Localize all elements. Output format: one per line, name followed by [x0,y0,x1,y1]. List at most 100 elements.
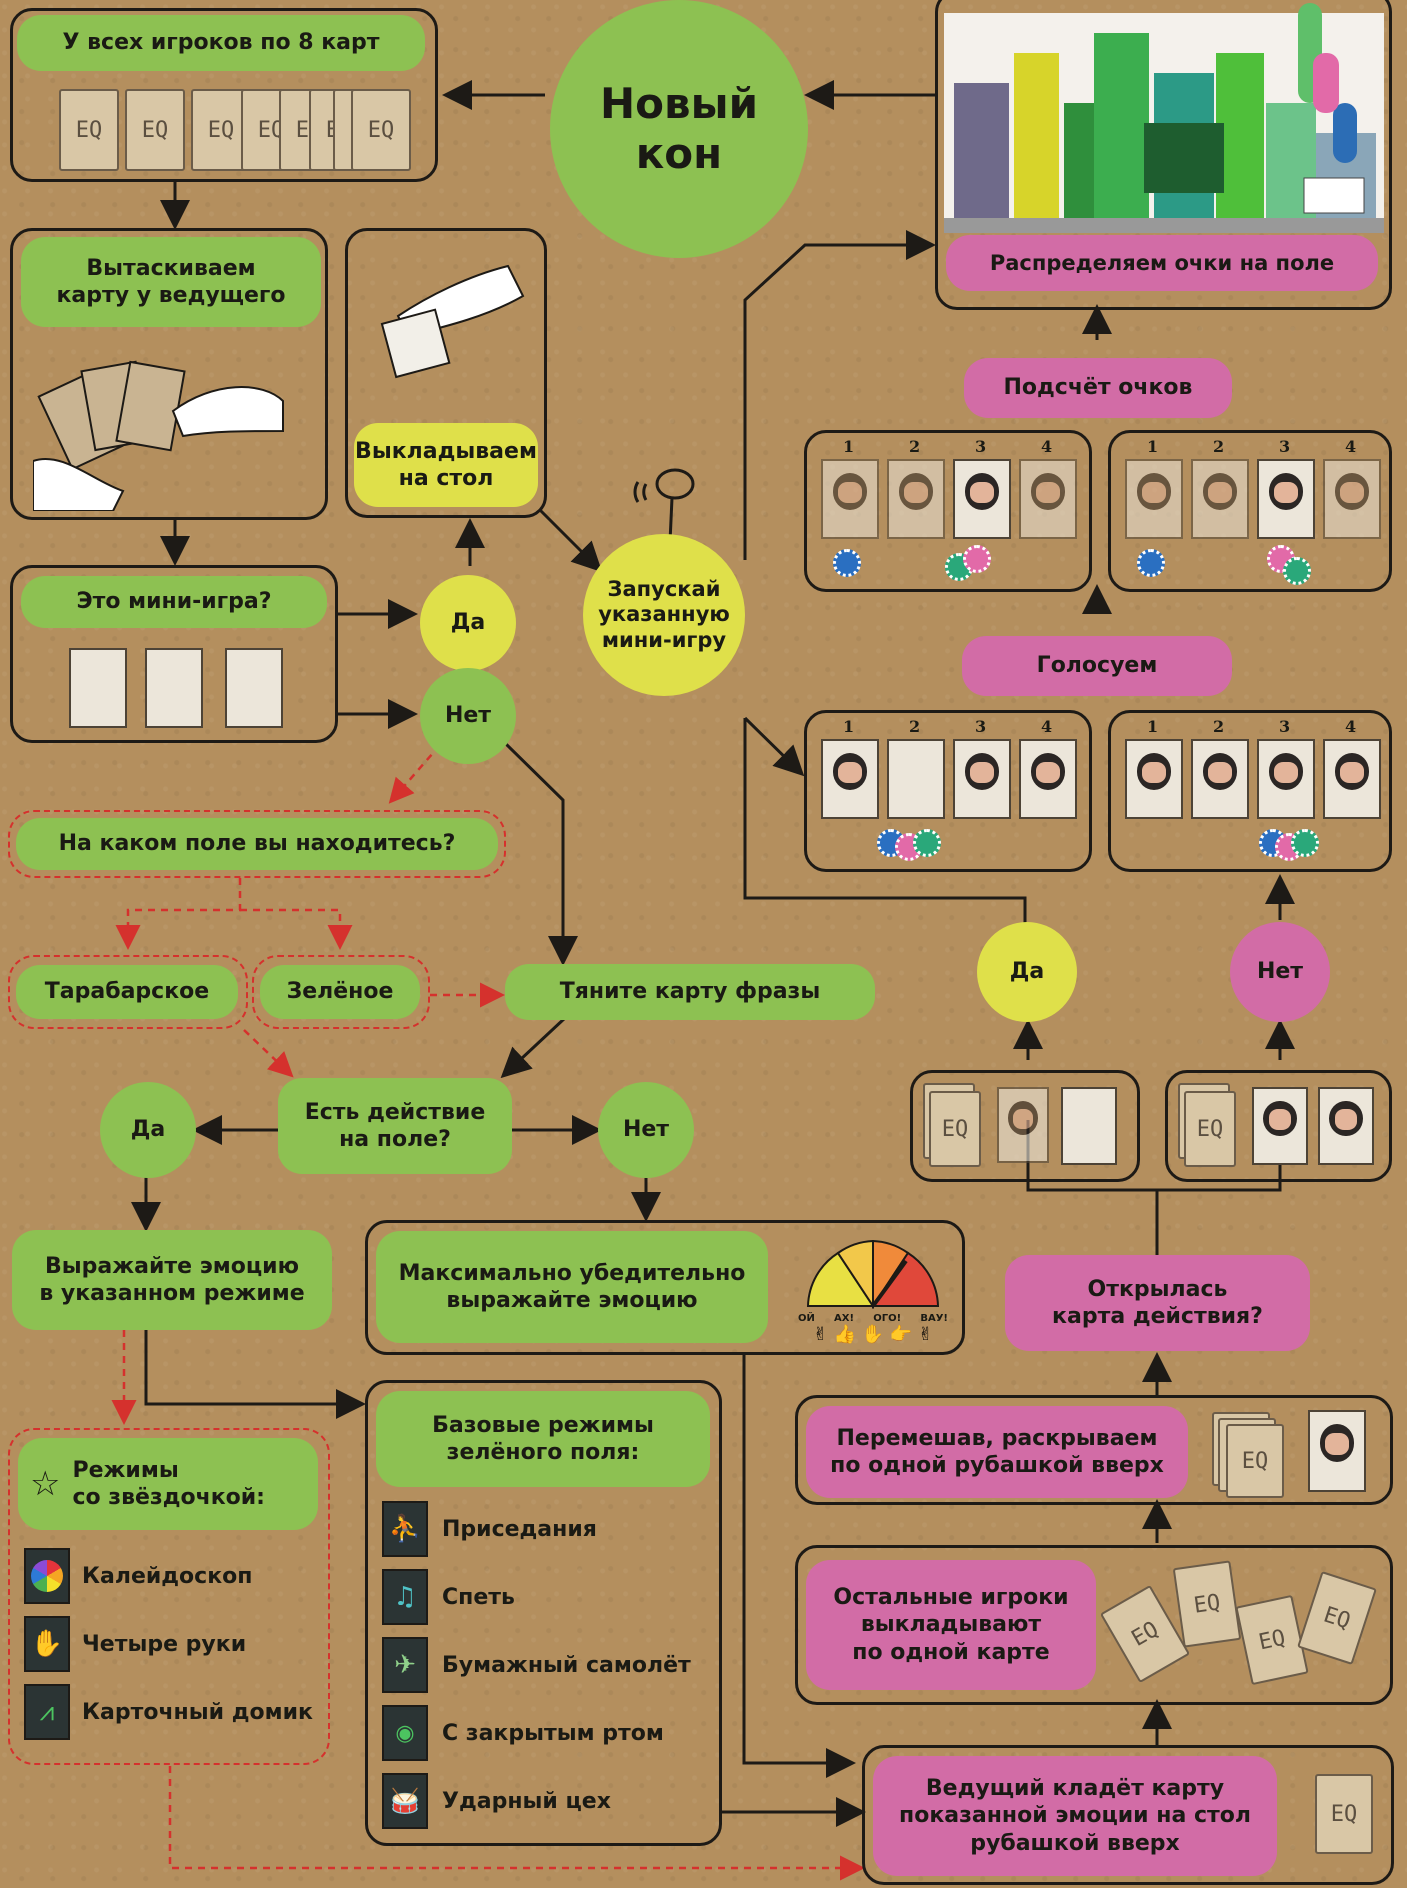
microphone-icon: ♫ [382,1569,428,1625]
hand-placing-card-illustration [358,246,528,386]
action-card [1061,1087,1117,1165]
distribute-points-label: Распределяем очки на поле [946,235,1378,291]
base-mode-squats: ⛹ Приседания [382,1501,597,1557]
pawn-blue [1333,103,1357,163]
phrase-card [821,459,879,539]
minigame-card [69,648,127,728]
base-mode-closed-mouth: ◉ С закрытым ртом [382,1705,664,1761]
phrase-card [1323,739,1381,819]
phrase-card [1191,459,1249,539]
action-on-field-label: Есть действие на поле? [278,1078,512,1174]
field-tarabar-label: Тарабарское [16,965,238,1019]
base-modes-title: Базовые режимы зелёного поля: [376,1391,710,1487]
base-mode-sing: ♫ Спеть [382,1569,515,1625]
draw-phrase-label: Тяните карту фразы [505,964,875,1020]
field-green-frame: Зелёное [252,955,430,1029]
host-lays-panel: Ведущий кладёт карту показанной эмоции н… [862,1745,1394,1885]
card-back: EQ [1235,1594,1309,1686]
start-minigame-circle: Запускай указанную мини-игру [583,534,745,696]
card-back: EQ [1184,1091,1236,1167]
new-round-circle: Новый кон [550,0,808,258]
card-number: 1 [843,717,855,736]
which-field-label: На каком поле вы находитесь? [16,818,498,870]
meter-label-1: ОЙ [798,1313,815,1324]
revealed-no-action-panel: EQ EQ [1165,1070,1392,1182]
express-mode-label: Выражайте эмоцию в указанном режиме [12,1230,332,1330]
card-house-icon: ⩘ [24,1684,70,1740]
host-lays-label: Ведущий кладёт карту показанной эмоции н… [873,1756,1277,1876]
vote-chip [1291,829,1319,857]
pawn-pink [1313,53,1339,113]
hand-drawing-card-illustration [32,341,313,512]
action-opened-yes-circle: Да [977,922,1077,1022]
four-hands-icon: ✋ [24,1616,70,1672]
card-number: 4 [1041,437,1053,456]
phrase-card [1191,739,1249,819]
star-icon: ☆ [30,1463,61,1504]
card-back: EQ [1172,1560,1242,1648]
star-mode-label: Четыре руки [82,1631,247,1657]
base-mode-drum-shop: 🥁 Ударный цех [382,1773,611,1829]
minigame-card [145,648,203,728]
card-number: 1 [843,437,855,456]
card-back: EQ [59,89,119,171]
action-opened-no-circle: Нет [1230,922,1330,1022]
all-players-label: У всех игроков по 8 карт [17,15,425,71]
star-modes-header: ☆ Режимы со звёздочкой: [18,1438,318,1530]
phrase-card [1125,739,1183,819]
phrase-card [1019,459,1077,539]
card-back: EQ [929,1091,981,1167]
draw-from-host-label: Вытаскиваем карту у ведущего [21,237,321,327]
card-number: 2 [909,437,921,456]
minigame-card [225,648,283,728]
action-yes-circle: Да [100,1082,196,1178]
vote-panel-left: 1 2 3 4 [804,710,1092,872]
score-chip [833,549,861,577]
card-number: 3 [975,437,987,456]
others-lay-panel: Остальные игроки выкладывают по одной ка… [795,1545,1393,1705]
action-opened-label: Открылась карта действия? [1005,1255,1310,1351]
meter-label-2: АХ! [834,1313,855,1324]
star-mode-label: Калейдоскоп [82,1563,253,1589]
card-number: 4 [1345,717,1357,736]
kaleidoscope-icon [24,1548,70,1604]
phrase-card [1019,739,1077,819]
phrase-card [997,1087,1049,1163]
star-modes-frame: ☆ Режимы со звёздочкой: Калейдоскоп ✋ Че… [8,1428,330,1765]
score-chip [1137,549,1165,577]
star-mode-four-hands: ✋ Четыре руки [24,1616,246,1672]
gesture-icons: ✌ 👍 ✋ 👉 ✌ [812,1324,934,1345]
action-card [887,739,945,819]
meter-label-3: ОГО! [873,1313,902,1324]
card-number: 3 [1279,437,1291,456]
phrase-card [1252,1087,1308,1165]
emotion-meter: ОЙ АХ! ОГО! ВАУ! ✌ 👍 ✋ 👉 ✌ [798,1231,948,1351]
base-mode-label: Ударный цех [442,1788,611,1814]
squat-icon: ⛹ [382,1501,428,1557]
field-green-label: Зелёное [260,965,420,1019]
closed-mouth-icon: ◉ [382,1705,428,1761]
star-mode-label: Карточный домик [82,1699,313,1725]
phrase-card [887,459,945,539]
which-field-dashed-frame: На каком поле вы находитесь? [8,810,506,878]
card-number: 2 [909,717,921,736]
phrase-card [953,739,1011,819]
card-back: EQ [351,89,411,171]
minigame-no-circle: Нет [420,668,516,764]
star-modes-title: Режимы со звёздочкой: [72,1457,265,1511]
express-max-panel: Максимально убедительно выражайте эмоцию… [365,1220,965,1355]
card-number: 1 [1147,437,1159,456]
card-number: 3 [975,717,987,736]
phrase-card [1257,459,1315,539]
card-back: EQ [1315,1774,1373,1854]
lay-on-table-panel: Выкладываем на стол [345,228,547,518]
card-back: EQ [125,89,185,171]
express-max-label: Максимально убедительно выражайте эмоцию [376,1231,768,1343]
game-board-panel: Распределяем очки на поле [935,0,1392,310]
phrase-card [1318,1087,1374,1165]
card-back: EQ [1297,1570,1377,1666]
is-minigame-label: Это мини-игра? [21,576,327,628]
lay-on-table-label: Выкладываем на стол [354,423,538,507]
card-number: 4 [1345,437,1357,456]
